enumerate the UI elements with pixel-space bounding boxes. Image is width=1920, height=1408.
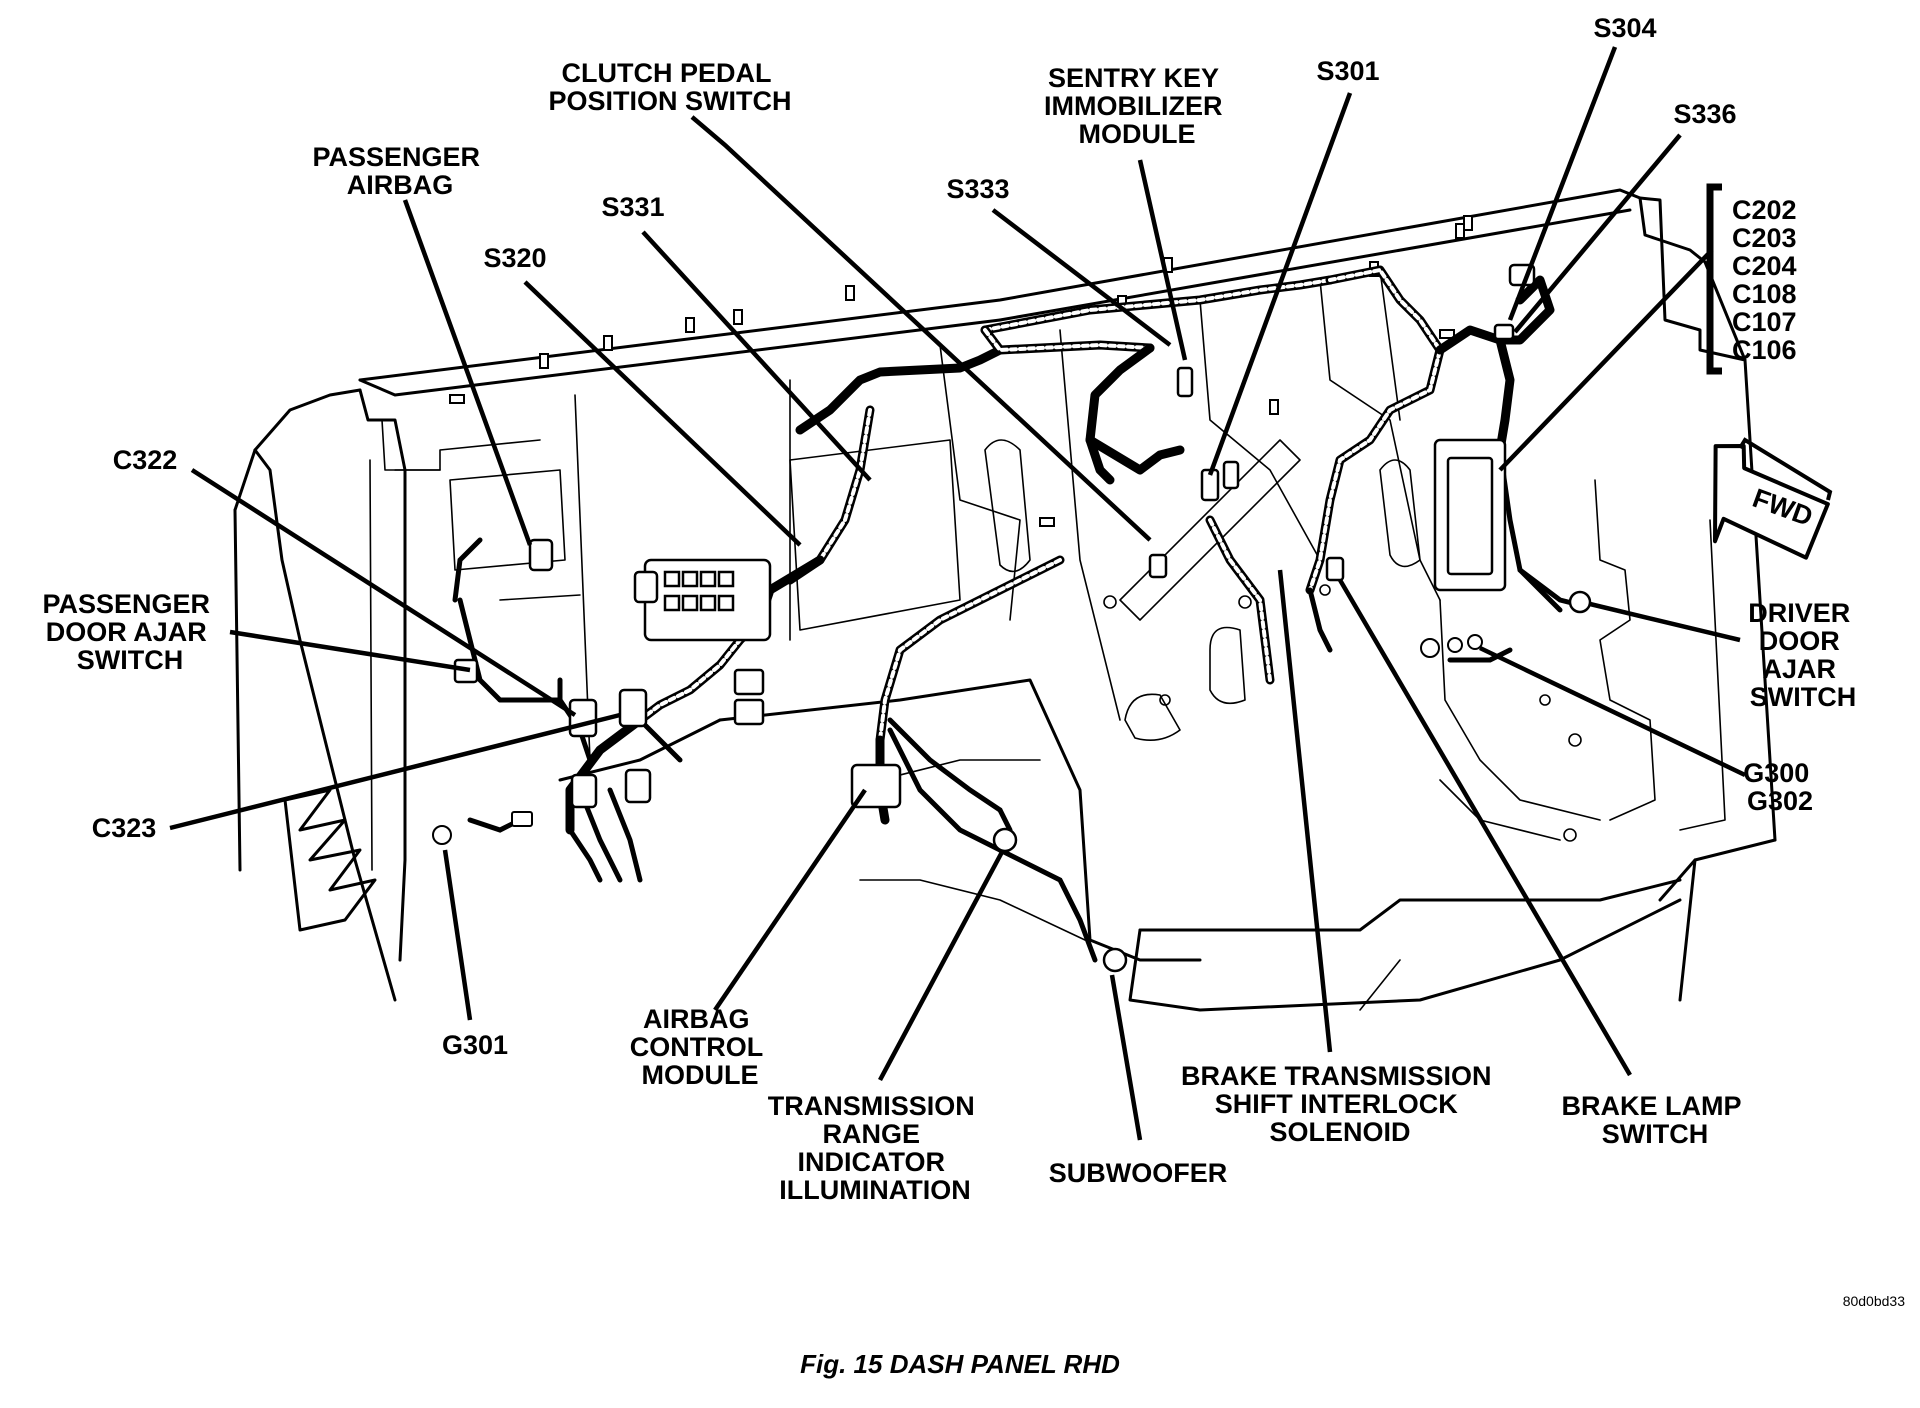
image-code: 80d0bd33 [1843, 1293, 1906, 1309]
label-c322: C322 [113, 445, 178, 475]
label-clutch-pedal-position-switch: CLUTCH PEDAL POSITION SWITCH [549, 58, 792, 116]
label-s304: S304 [1593, 13, 1656, 43]
label-brake-lamp-switch: BRAKE LAMP SWITCH [1561, 1091, 1748, 1149]
leader-lines [169, 46, 1746, 1141]
label-sentry-key-immobilizer-module: SENTRY KEY IMMOBILIZER MODULE [1044, 63, 1230, 149]
wiring-harness [452, 265, 1583, 963]
label-s320: S320 [483, 243, 546, 273]
label-connector-group: C202 C203 C204 C108 C107 C106 [1732, 195, 1804, 365]
figure-caption: Fig. 15 DASH PANEL RHD [800, 1349, 1120, 1379]
label-c323: C323 [92, 813, 157, 843]
label-transmission-range-indicator-illumination: TRANSMISSION RANGE INDICATOR ILLUMINATIO… [768, 1091, 983, 1205]
label-g301: G301 [442, 1030, 508, 1060]
label-passenger-door-ajar-switch: PASSENGER DOOR AJAR SWITCH [42, 589, 217, 675]
shift-interlock-connector [1325, 556, 1345, 582]
g300-ground [1420, 638, 1440, 658]
airbag-control-module [850, 763, 902, 809]
label-passenger-airbag: PASSENGER AIRBAG [312, 142, 487, 200]
label-brake-transmission-shift-interlock-solenoid: BRAKE TRANSMISSION SHIFT INTERLOCK SOLEN… [1181, 1061, 1499, 1147]
connector-group-bracket [1706, 183, 1722, 375]
g302-ground [1447, 637, 1463, 653]
label-s333: S333 [946, 174, 1009, 204]
label-s331: S331 [601, 192, 664, 222]
passenger-airbag-connector [528, 538, 554, 572]
subwoofer-connector [1102, 947, 1128, 973]
driver-door-ajar-switch [1568, 590, 1592, 614]
c322-connector [568, 698, 598, 738]
g301-ground [432, 825, 452, 845]
c323-connector [618, 688, 648, 728]
components [432, 263, 1592, 973]
label-subwoofer: SUBWOOFER [1049, 1158, 1228, 1188]
label-s301: S301 [1316, 56, 1379, 86]
transmission-range-lamp [992, 827, 1018, 853]
skim-connector [1176, 366, 1194, 398]
dash-panel-artwork [233, 188, 1777, 1012]
label-driver-door-ajar-switch: DRIVER DOOR AJAR SWITCH [1748, 598, 1858, 712]
label-g300-g302: G300 G302 [1743, 758, 1817, 816]
fwd-direction-arrow: FWD [1712, 437, 1833, 560]
clutch-switch-connector [1148, 553, 1168, 579]
label-s336: S336 [1673, 99, 1736, 129]
label-airbag-control-module: AIRBAG CONTROL MODULE [630, 1004, 771, 1090]
callout-labels: CLUTCH PEDAL POSITION SWITCH SENTRY KEY … [42, 13, 1858, 1205]
